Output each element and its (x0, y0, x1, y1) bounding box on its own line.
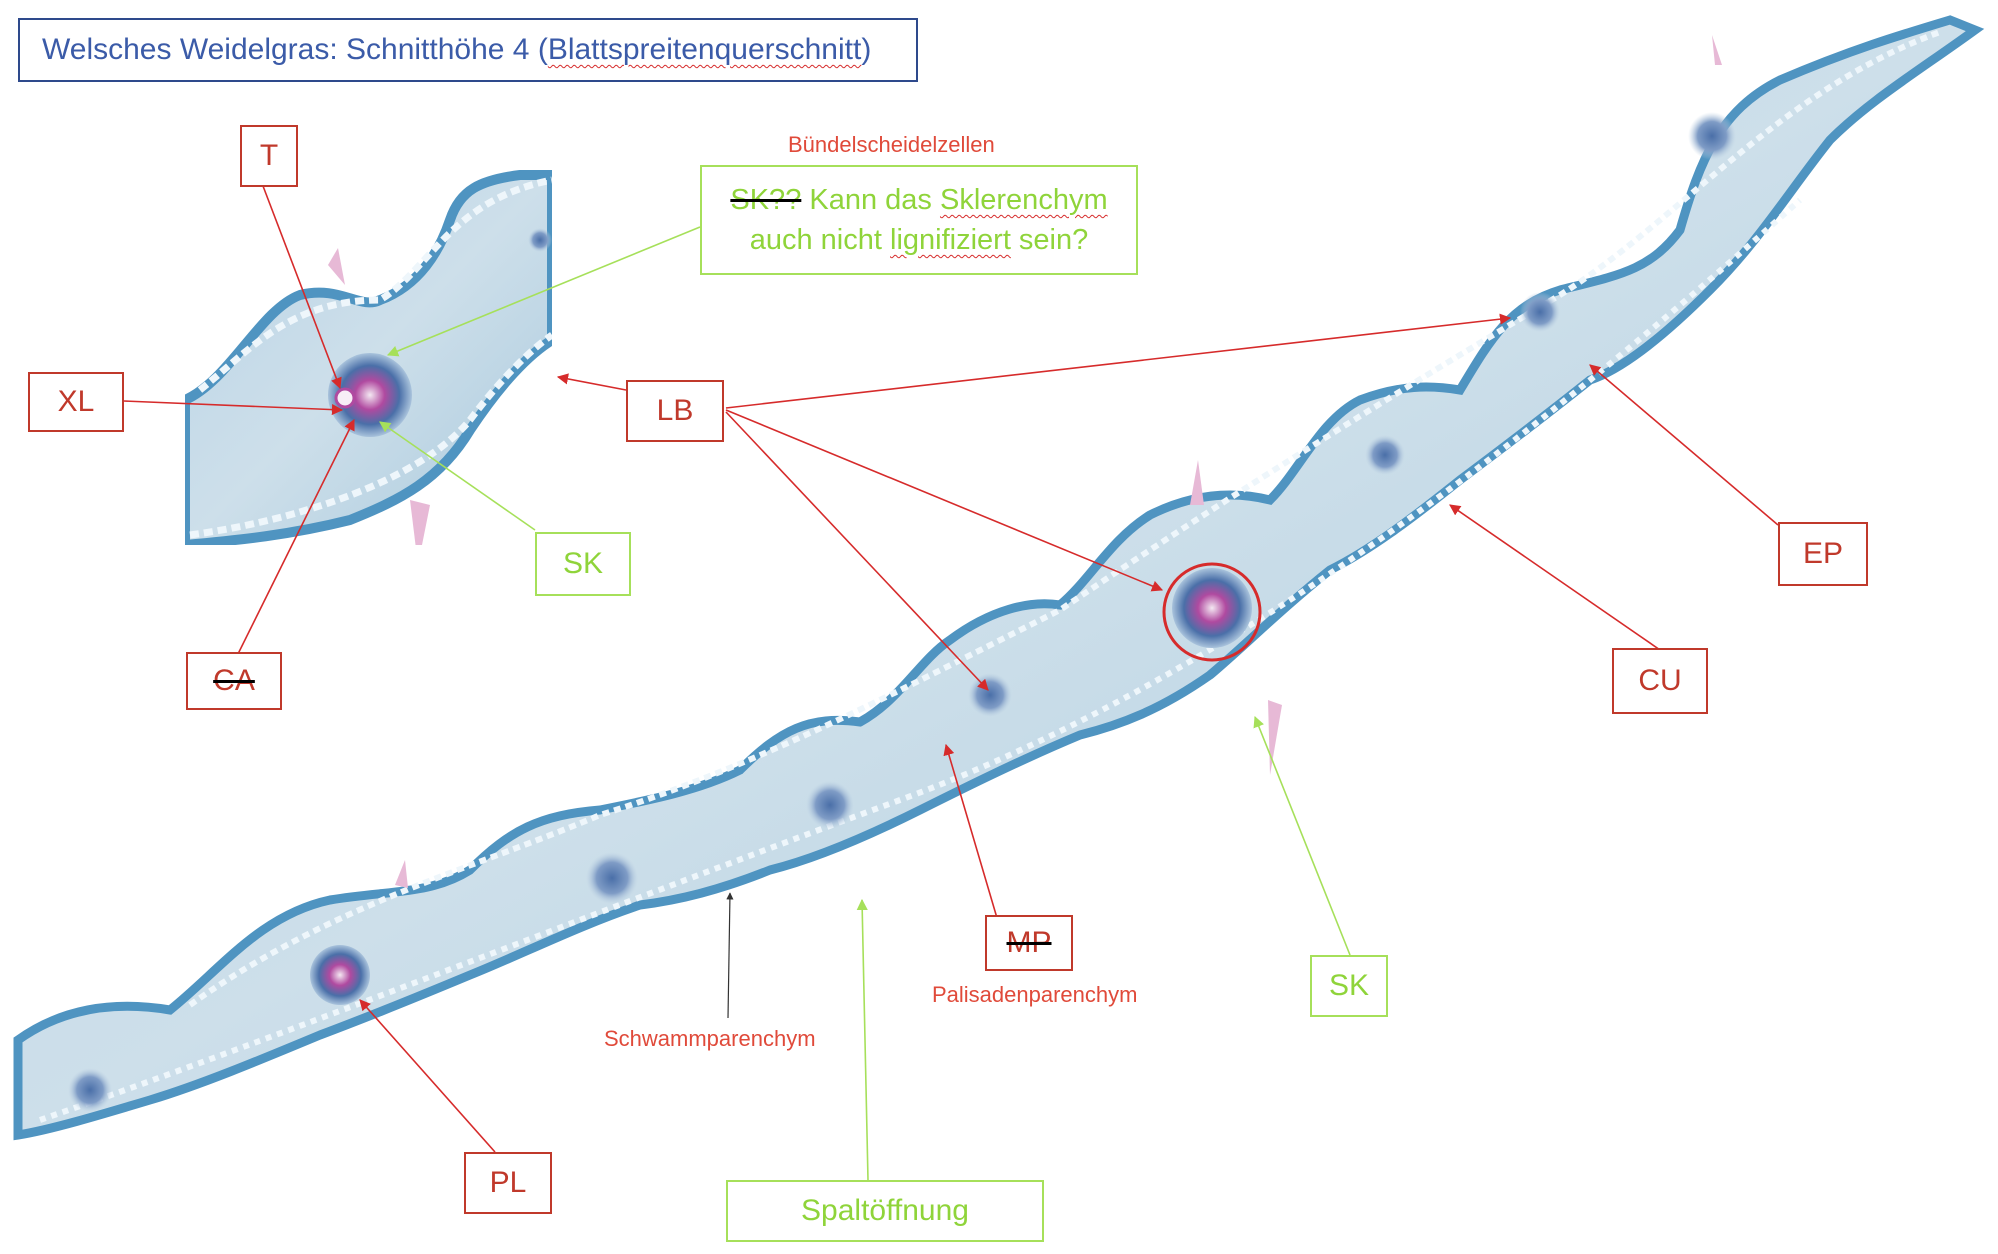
label-schwammparenchym: Schwammparenchym (604, 1026, 816, 1051)
title-prefix: Welsches Weidelgras: Schnitthöhe 4 ( (42, 33, 548, 66)
leaf-blade-tissue (13, 15, 1985, 1141)
question-line2-wavy: lignifiziert (890, 224, 1011, 256)
question-line1-wavy: Sklerenchym (939, 184, 1108, 216)
vascular-bundle-main (1172, 568, 1252, 648)
vascular-bundle (1688, 112, 1736, 160)
inset-bundle-small (528, 228, 552, 252)
title-suffix: ) (861, 33, 872, 66)
label-palisadenparenchym: Palisadenparenchym (932, 982, 1138, 1007)
page-title: Welsches Weidelgras: Schnitthöhe 4 (Blat… (18, 18, 918, 82)
question-line2-pre: auch nicht (749, 224, 890, 256)
label-ca: CA (186, 652, 282, 710)
inset-cell-row (197, 176, 552, 393)
vascular-bundle (68, 1068, 112, 1112)
vascular-bundle (1365, 435, 1405, 475)
highlight-circle (1162, 562, 1262, 662)
question-line-1: SK?? Kann das Sklerenchym (730, 180, 1107, 220)
trichome (1190, 460, 1204, 505)
trichome (395, 860, 408, 888)
trichome (1712, 35, 1722, 65)
upper-epidermis-cells (188, 29, 1942, 1008)
schwamm-arrow (726, 892, 734, 1019)
vascular-bundle (968, 673, 1012, 717)
vascular-bundle (806, 781, 854, 829)
inset-bundle (328, 353, 412, 437)
green-arrows (379, 226, 1351, 1181)
question-box: SK?? Kann das Sklerenchym auch nicht lig… (700, 165, 1138, 275)
label-mp: MP (985, 915, 1073, 971)
label-xl: XL (28, 372, 124, 432)
label-ep: EP (1778, 522, 1868, 586)
label-sk-inset: SK (535, 532, 631, 596)
inset-trichome (410, 500, 430, 545)
label-lb: LB (626, 380, 724, 442)
label-sk-main: SK (1310, 955, 1388, 1017)
label-spaltoeffnung: Spaltöffnung (726, 1180, 1044, 1242)
question-struck: SK?? (730, 184, 802, 216)
leaf-blade-main (13, 15, 1985, 1141)
question-line1-rest: Kann das (801, 184, 940, 216)
label-cu: CU (1612, 648, 1708, 714)
vascular-bundle (586, 852, 638, 904)
trichome (1268, 700, 1282, 775)
vascular-bundle (1520, 292, 1560, 332)
label-t: T (240, 125, 298, 187)
title-underlined: Blattspreitenquerschnitt (547, 33, 862, 66)
inset-magnified-bundle (185, 160, 552, 545)
label-pl: PL (464, 1152, 552, 1214)
red-arrows (123, 185, 1779, 1153)
question-line2-post: sein? (1010, 224, 1089, 256)
question-line-2: auch nicht lignifiziert sein? (750, 220, 1089, 260)
label-buendelscheidelzellen: Bündelscheidelzellen (788, 132, 995, 157)
vascular-bundle (310, 945, 370, 1005)
inset-trichome (328, 248, 345, 285)
inset-bundle-core (334, 387, 356, 409)
inset-cell-row-lower (189, 332, 552, 539)
